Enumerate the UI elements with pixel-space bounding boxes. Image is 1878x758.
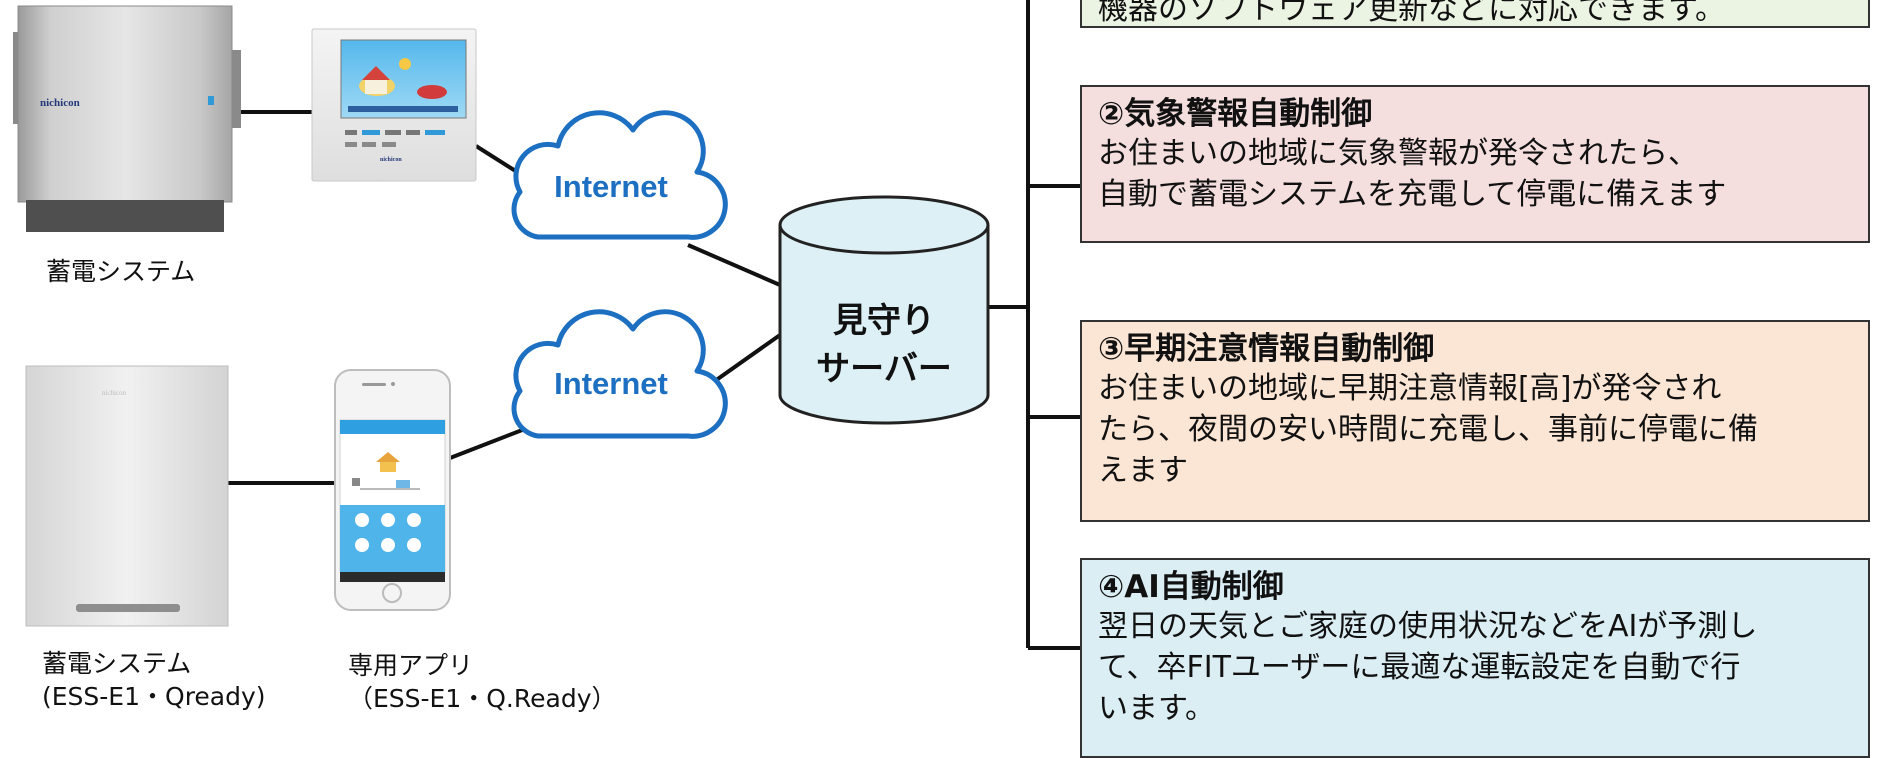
box4-line: 翌日の天気とご家庭の使用状況などをAIが予測し bbox=[1098, 609, 1758, 644]
box3-line: たら、夜間の安い時間に充電し、事前に停電に備 bbox=[1098, 412, 1758, 447]
box2-line: お住まいの地域に気象警報が発令されたら、 bbox=[1098, 136, 1698, 171]
remote-controller: nichicon bbox=[311, 28, 477, 182]
box4-line: います。 bbox=[1098, 691, 1215, 726]
bottom-system-label: 蓄電システム bbox=[42, 649, 192, 678]
box3-line: お住まいの地域に早期注意情報[高]が発令され bbox=[1098, 371, 1722, 406]
box4-line: て、卒FITユーザーに最適な運転設定を自動で行 bbox=[1098, 650, 1741, 685]
feature-box-1-software-update: 機器のソフトウェア更新などに対応できます。 bbox=[1080, 0, 1870, 28]
bottom-storage-unit: nichicon bbox=[25, 365, 229, 627]
app-model: （ESS-E1・Q.Ready） bbox=[348, 684, 617, 713]
cloud-internet-bottom: Internet bbox=[511, 309, 728, 439]
box2-line: 自動で蓄電システムを充電して停電に備えます bbox=[1098, 177, 1727, 212]
monitoring-server bbox=[778, 195, 990, 425]
server-label-line2: サーバー bbox=[816, 349, 952, 389]
app-label: 専用アプリ bbox=[348, 651, 474, 680]
top-unit-logo: nichicon bbox=[40, 97, 80, 109]
box2-description: お住まいの地域に気象警報が発令されたら、 自動で蓄電システムを充電して停電に備え… bbox=[1098, 133, 1852, 215]
bottom-unit-logo: nichicon bbox=[102, 389, 127, 397]
box4-description: 翌日の天気とご家庭の使用状況などをAIが予測し て、卒FITユーザーに最適な運転… bbox=[1098, 606, 1852, 729]
smartphone-app bbox=[334, 369, 451, 611]
svg-text:Internet: Internet bbox=[554, 169, 668, 204]
bottom-system-model: (ESS-E1・Qready) bbox=[42, 682, 266, 711]
top-storage-unit: nichicon bbox=[13, 5, 241, 232]
remote-logo: nichicon bbox=[380, 157, 402, 163]
box3-title: ③早期注意情報自動制御 bbox=[1098, 331, 1435, 367]
server-label-line1: 見守り bbox=[833, 301, 935, 341]
cloud-internet-top: Internet bbox=[511, 110, 728, 240]
feature-box-2-weather-warning: ②気象警報自動制御 お住まいの地域に気象警報が発令されたら、 自動で蓄電システム… bbox=[1080, 85, 1870, 243]
feature-box-3-early-warning: ③早期注意情報自動制御 お住まいの地域に早期注意情報[高]が発令され たら、夜間… bbox=[1080, 320, 1870, 522]
top-system-label: 蓄電システム bbox=[46, 257, 196, 286]
box3-description: お住まいの地域に早期注意情報[高]が発令され たら、夜間の安い時間に充電し、事前… bbox=[1098, 368, 1852, 491]
box1-text: 機器のソフトウェア更新などに対応できます。 bbox=[1098, 0, 1725, 27]
feature-box-4-ai-control: ④AI自動制御 翌日の天気とご家庭の使用状況などをAIが予測し て、卒FITユー… bbox=[1080, 558, 1870, 758]
box2-title: ②気象警報自動制御 bbox=[1098, 96, 1373, 132]
box3-line: えます bbox=[1098, 453, 1188, 488]
svg-text:Internet: Internet bbox=[554, 366, 668, 401]
box4-title: ④AI自動制御 bbox=[1098, 569, 1284, 605]
